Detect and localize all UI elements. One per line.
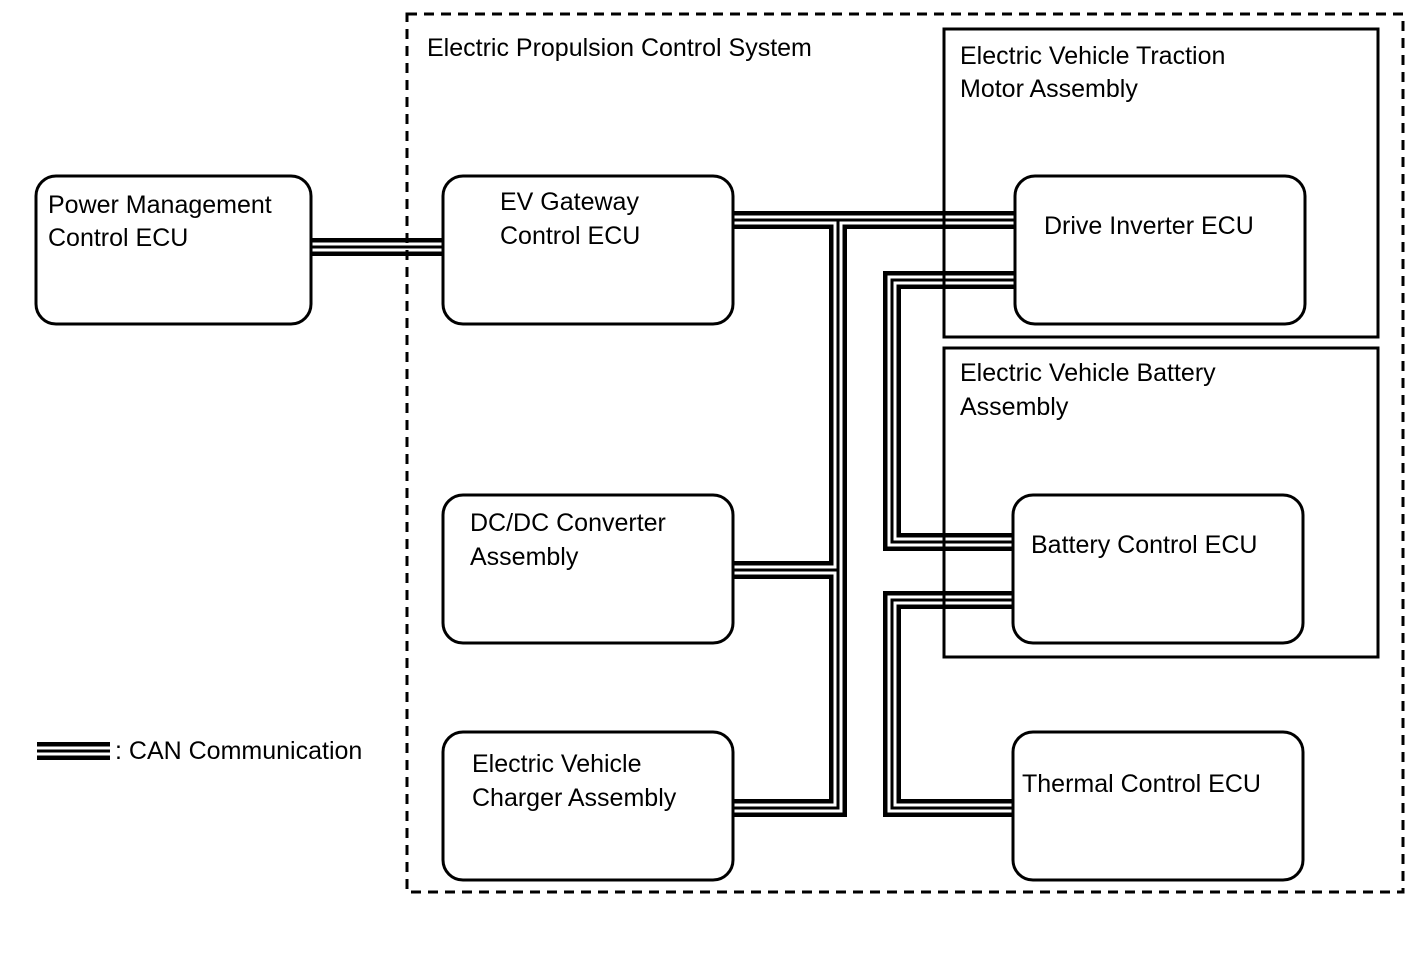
ev-charger-label-1: Electric Vehicle (472, 750, 642, 778)
dcdc-converter-label-1: DC/DC Converter (470, 509, 666, 537)
traction-motor-assembly-box (942, 27, 1380, 339)
traction-motor-assembly-label-2: Motor Assembly (960, 75, 1138, 103)
power-management-ecu-label-1: Power Management (48, 191, 272, 219)
thermal-control-ecu-label: Thermal Control ECU (1022, 770, 1261, 798)
drive-inverter-ecu-label: Drive Inverter ECU (1044, 212, 1254, 240)
propulsion-system-boundary (405, 12, 1405, 894)
dcdc-converter-assembly: DC/DC Converter Assembly (441, 493, 735, 645)
battery-assembly-label-1: Electric Vehicle Battery (960, 359, 1216, 387)
traction-motor-assembly-label-1: Electric Vehicle Traction (960, 42, 1225, 70)
ev-charger-label-2: Charger Assembly (472, 784, 677, 812)
battery-assembly-label-2: Assembly (960, 393, 1069, 421)
can-line-battery-thermal (883, 591, 1013, 817)
legend-label: : CAN Communication (115, 737, 362, 765)
battery-assembly-box (942, 346, 1380, 659)
thermal-control-ecu: Thermal Control ECU (1011, 730, 1305, 882)
battery-control-ecu: Battery Control ECU (1011, 493, 1305, 645)
battery-control-ecu-label: Battery Control ECU (1031, 531, 1257, 559)
ev-gateway-ecu: EV Gateway Control ECU (441, 174, 735, 326)
system-title: Electric Propulsion Control System (427, 34, 812, 62)
ev-gateway-ecu-label-1: EV Gateway (500, 188, 639, 216)
power-management-ecu: Power Management Control ECU (34, 174, 313, 326)
power-management-ecu-label-2: Control ECU (48, 224, 188, 252)
ev-charger-assembly: Electric Vehicle Charger Assembly (441, 730, 735, 882)
drive-inverter-ecu: Drive Inverter ECU (1013, 174, 1307, 326)
can-bus-lines (312, 211, 1015, 817)
dcdc-converter-label-2: Assembly (470, 543, 579, 571)
legend: : CAN Communication (37, 737, 362, 765)
can-line-trunk-down (734, 211, 847, 817)
ev-gateway-ecu-label-2: Control ECU (500, 222, 640, 250)
